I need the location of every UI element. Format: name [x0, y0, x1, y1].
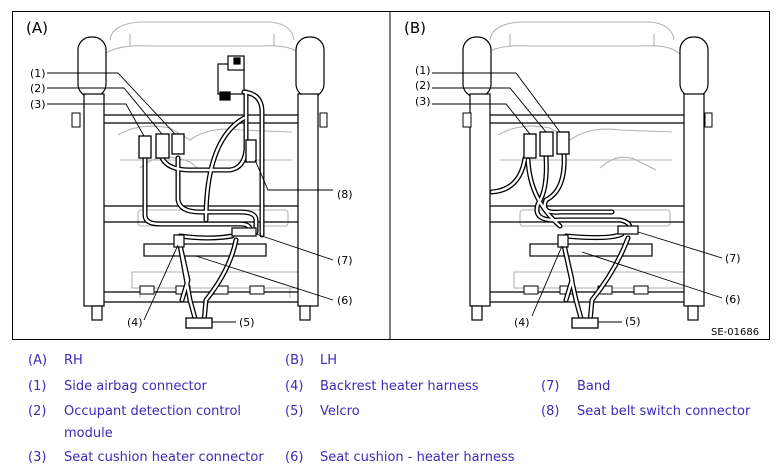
legend-text: RH [64, 353, 83, 368]
legend-num: (7) [541, 379, 560, 394]
callout-b-6: (6) [725, 293, 741, 306]
callout-b-5: (5) [625, 315, 641, 328]
legend-text: Seat cushion heater connector [64, 450, 264, 465]
legend-text: Backrest heater harness [320, 379, 479, 394]
legend-text: Occupant detection control module [64, 404, 242, 441]
figure-frame [12, 11, 770, 340]
legend-num: (5) [285, 404, 304, 419]
legend-num: (6) [285, 450, 304, 465]
callout-b-2: (2) [415, 79, 431, 92]
panel-b-label: (B) [404, 19, 426, 37]
callout-a-2: (2) [30, 82, 46, 95]
callout-a-6: (6) [337, 294, 353, 307]
legend-item-b: (B) LH [0, 350, 337, 372]
callout-b-1: (1) [415, 64, 431, 77]
seat-harness-diagram: (A) (1) (2) (3) (4) (5) (6) (7) (8) [12, 11, 770, 340]
callout-a-1: (1) [30, 67, 46, 80]
callout-a-8: (8) [337, 188, 353, 201]
callout-a-4: (4) [127, 316, 143, 329]
callout-b-3: (3) [415, 95, 431, 108]
legend-num: (1) [28, 379, 47, 394]
callout-a-7: (7) [337, 254, 353, 267]
legend-num: (A) [28, 353, 48, 368]
legend-text: Velcro [320, 404, 360, 419]
panel-a-drawing: (A) (1) (2) (3) (4) (5) (6) (7) (8) [26, 19, 353, 329]
legend-num: (2) [28, 404, 47, 419]
callout-a-5: (5) [239, 316, 255, 329]
legend-text: Seat belt switch connector [577, 404, 751, 419]
callout-a-3: (3) [30, 98, 46, 111]
legend-text: LH [320, 353, 338, 368]
legend-num: (B) [285, 353, 305, 368]
legend-text: Seat cushion - heater harness [320, 450, 515, 465]
figure-id: SE-01686 [711, 327, 759, 338]
legend-text: Band [577, 379, 611, 394]
panel-a-label: (A) [26, 19, 48, 37]
legend-num: (8) [541, 404, 560, 419]
legend-num: (4) [285, 379, 304, 394]
legend-num: (3) [28, 450, 47, 465]
panel-b-drawing: (B) (1) (2) (3) (4) (5) (6) (7) SE-01686 [404, 19, 759, 338]
callout-b-4: (4) [514, 316, 530, 329]
legend-text: Side airbag connector [64, 379, 207, 394]
callout-b-7: (7) [725, 252, 741, 265]
legend-item-a: (A) RH [0, 350, 250, 372]
legend: (A) RH (B) LH (1) Side airbag connector … [0, 345, 779, 475]
